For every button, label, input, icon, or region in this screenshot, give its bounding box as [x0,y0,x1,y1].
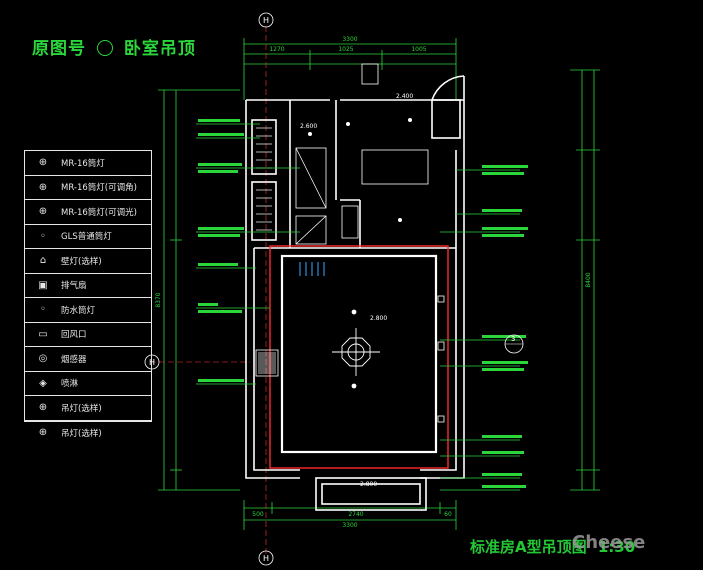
drawing-number-icon [96,40,113,56]
downlight-icon [408,118,412,122]
legend-label: MR-16筒灯 [61,158,105,169]
legend-label: 喷淋 [61,379,79,390]
axis-label-bottom: H [263,554,269,563]
leader-lines [196,123,520,491]
dimmable-downlight-icon: ⊕ [38,206,48,218]
dim-top-part-2: 1025 [338,46,353,53]
plan-scale: 1:30 [597,538,636,556]
dim-bottom-part-1: 500 [252,511,264,518]
level-bath: 2.400 [396,93,413,100]
return-vent-icon: ▭ [38,328,48,340]
legend-row: ⊕ MR-16筒灯 [25,151,151,176]
downlight-icon: ⊕ [38,157,48,169]
legend-table: ⊕ MR-16筒灯 ⊕ MR-16筒灯(可调角) ⊕ MR-16筒灯(可调光) ◦ GLS普通… [24,150,152,439]
legend-row: ⌂ 壁灯(选样) [25,249,151,274]
return-vent [299,262,325,276]
legend-label: GLS普通筒灯 [61,232,112,243]
wall-lamps [437,295,445,423]
downlight-icon [308,132,312,136]
bath-fixtures [295,147,429,245]
pendant-lamp-icon: ⊕ [38,427,48,439]
dim-top-part-1: 1270 [269,46,284,53]
level-main: 2.800 [370,315,387,322]
section-mark-label: 3 [511,335,515,343]
dim-bottom-part-3: 60 [444,511,452,518]
ceiling-lamp-icon: ⊕ [38,402,48,414]
waterproof-light-icon: ◦ [40,304,46,316]
watermark: Cheese [572,532,646,553]
legend-row: ◎ 烟感器 [25,347,151,372]
legend-row: ▣ 排气扇 [25,274,151,298]
walls [245,75,465,511]
page-title: 原图号 卧室吊顶 [32,34,196,59]
adjustable-downlight-icon: ⊕ [38,181,48,193]
legend-row: ◦ 防水筒灯 [25,298,151,323]
legend-label: 吊灯(选样) [61,403,102,414]
dim-bottom-total: 3300 [342,522,357,529]
legend-label: 烟感器 [61,354,87,365]
legend-row: ⊕ MR-16筒灯(可调角) [25,176,151,200]
title-room: 卧室吊顶 [123,39,196,59]
dim-right-total: 8400 [585,272,592,287]
ceiling-lamp-icon [332,328,380,376]
wall-lamp-icon: ⌂ [39,255,47,267]
plan-title-text: 标准房A型吊顶图 [470,538,587,556]
gls-downlight-icon: ◦ [40,230,46,242]
legend-row: ▭ 回风口 [25,323,151,347]
dim-left-total: 8370 [155,292,162,307]
legend-label: 防水筒灯 [61,305,96,316]
ceiling-edge [269,245,449,469]
level-balcony: 2.800 [360,481,377,488]
wall-panel [255,349,279,377]
dimension-lines [158,38,600,530]
axis-label-top: H [263,16,269,25]
downlight-icon [351,309,357,315]
legend-label: MR-16筒灯(可调光) [61,207,137,218]
legend-row: ◈ 喷淋 [25,372,151,396]
legend-row: ⊕ MR-16筒灯(可调光) [25,200,151,225]
entry-marker [361,63,379,85]
legend-row: ⊕ 吊灯(选样) [25,396,151,421]
dim-bottom-part-2: 2740 [348,511,363,518]
axis-lines [150,26,267,555]
legend-label: 回风口 [61,330,87,341]
exhaust-fan-icon: ▣ [38,279,48,291]
downlights [308,118,412,389]
annotation-notes [198,119,528,488]
legend-label: 壁灯(选样) [61,256,102,267]
grid-axis-bubbles [144,12,274,566]
dim-top-total: 3300 [342,36,357,43]
closet-hatch [256,127,272,231]
level-entry: 2.600 [300,123,317,130]
ceiling-recess [280,254,438,454]
dim-top-part-3: 1005 [411,46,426,53]
smoke-detector-icon: ◎ [38,353,48,365]
legend-row: ⊕ 吊灯(选样) [25,421,151,446]
downlight-icon [346,122,350,126]
axis-label-left: H [149,358,155,367]
sprinkler-icon: ◈ [39,377,47,389]
legend-label: 排气扇 [61,281,87,292]
plan-title: 标准房A型吊顶图 1:30 [470,536,635,557]
downlight-icon [351,383,357,389]
downlight-icon [398,218,402,222]
title-prefix: 原图号 [32,39,86,59]
legend-row: ◦ GLS普通筒灯 [25,225,151,249]
legend-label: 吊灯(选样) [61,428,102,439]
legend-label: MR-16筒灯(可调角) [61,183,137,194]
